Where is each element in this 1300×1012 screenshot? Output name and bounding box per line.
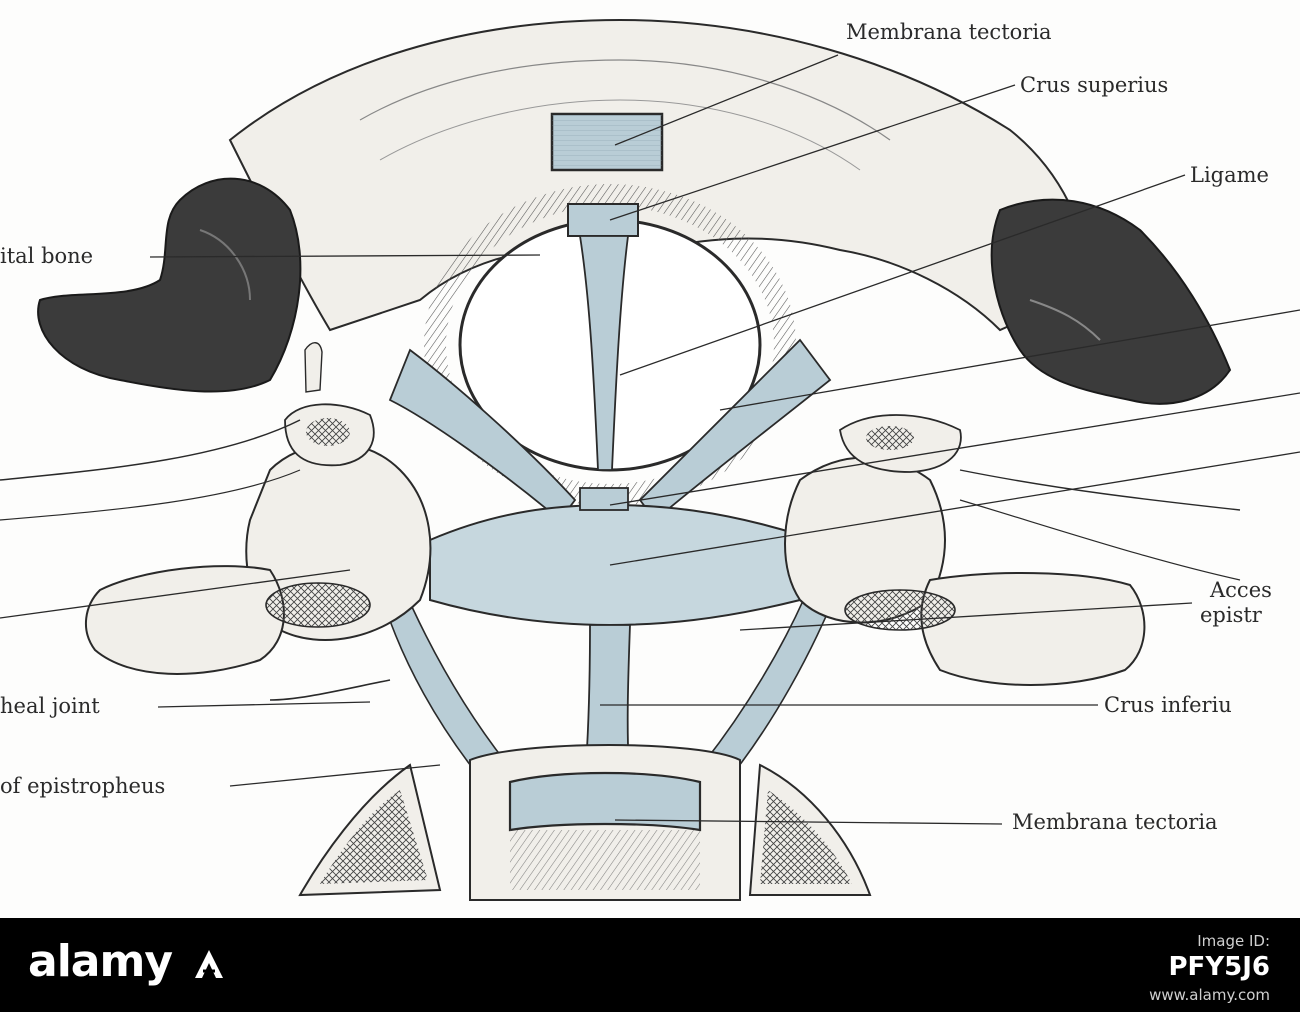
leader-left-atlas xyxy=(0,569,351,619)
label-accessory-top: Acces xyxy=(1210,578,1272,602)
leader-membrana-tectoria-top xyxy=(614,54,839,146)
crus-superius-stem xyxy=(578,235,630,471)
footer-meta: Image ID: PFY5J6 www.alamy.com xyxy=(1149,932,1270,1004)
alamy-a-icon xyxy=(195,950,224,978)
alamy-logo[interactable]: alamy xyxy=(28,936,226,987)
label-accessory-bottom: epistr xyxy=(1200,603,1262,627)
leader-accessory xyxy=(739,602,1193,631)
leader-right-3 xyxy=(609,451,1300,566)
label-crus-superius: Crus superius xyxy=(1020,73,1169,97)
ligament-illustration xyxy=(0,18,1300,901)
leader-joint xyxy=(157,701,371,708)
stock-footer: alamy Image ID: PFY5J6 www.alamy.com xyxy=(0,918,1300,1012)
site-url[interactable]: www.alamy.com xyxy=(1149,986,1270,1004)
brand-text: alamy xyxy=(28,936,173,987)
label-ligament: Ligame xyxy=(1190,163,1269,187)
crus-superius-block xyxy=(567,203,639,237)
left-transverse-process xyxy=(84,565,285,675)
label-membrana-tectoria-top: Membrana tectoria xyxy=(846,20,1052,44)
label-epistropheus: of epistropheus xyxy=(0,774,166,798)
label-joint: heal joint xyxy=(0,694,100,718)
label-occipital-bone: ital bone xyxy=(0,244,94,268)
label-membrana-tectoria-bottom: Membrana tectoria xyxy=(1012,810,1218,834)
leader-membrana-tectoria-bottom xyxy=(614,819,1003,825)
leader-right-1 xyxy=(719,309,1300,411)
image-id: PFY5J6 xyxy=(1168,952,1271,982)
leader-crus-superius xyxy=(609,84,1016,221)
left-dark-mass xyxy=(37,177,302,393)
label-crus-inferius: Crus inferiu xyxy=(1104,693,1232,717)
leader-right-2 xyxy=(609,392,1300,506)
anatomy-figure: Membrana tectoria Crus superius Ligame i… xyxy=(0,18,1300,901)
leader-occipital xyxy=(149,254,541,258)
membrana-tectoria-bottom-block xyxy=(508,771,702,832)
leader-epistropheus xyxy=(229,764,441,787)
transverse-ligament xyxy=(429,503,801,627)
leader-ligament xyxy=(619,174,1186,376)
image-id-label: Image ID: xyxy=(1197,932,1270,950)
right-transverse-process xyxy=(920,572,1146,686)
